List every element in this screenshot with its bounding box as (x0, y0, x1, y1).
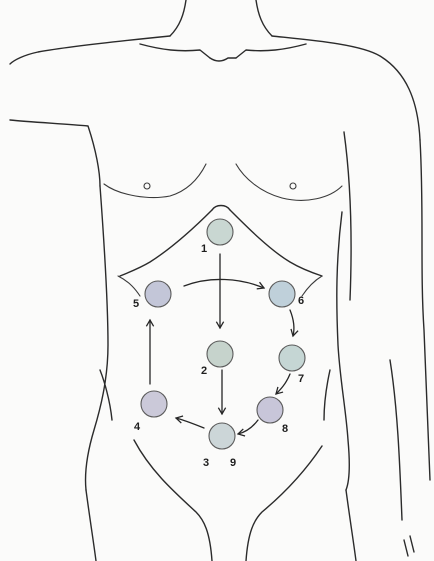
left-pec (104, 164, 206, 198)
point-7-label: 7 (298, 373, 304, 385)
left-shoulder (10, 36, 170, 64)
arrow-5-to-6 (184, 279, 264, 288)
neck-left (170, 0, 186, 36)
sternal-notch (210, 58, 236, 61)
right-shoulder (272, 36, 420, 140)
right-arm-inner (344, 132, 351, 300)
arrow-3-to-4 (176, 418, 204, 428)
right-hip (324, 370, 330, 420)
right-hand-tip (404, 536, 414, 556)
neck-right (256, 0, 272, 36)
right-thigh (346, 490, 356, 561)
point-3-label: 3 (203, 457, 209, 469)
left-torso-side (85, 186, 108, 490)
left-costal-margin (120, 210, 212, 276)
point-8-label: 8 (282, 423, 288, 435)
right-torso-side (337, 212, 350, 490)
left-clavicle (140, 44, 210, 58)
arrow-7-to-8 (276, 374, 290, 394)
point-6-label: 6 (298, 295, 304, 307)
point-7-marker (279, 345, 305, 371)
massage-points (141, 219, 305, 449)
point-5-label: 5 (133, 298, 139, 310)
point-8-marker (257, 397, 283, 423)
groin-right (246, 446, 322, 561)
right-costal-margin (230, 210, 322, 276)
point-6-marker (269, 281, 295, 307)
point-4-label: 4 (134, 421, 141, 433)
left-thigh (86, 490, 96, 561)
groin-left (134, 440, 212, 561)
point-5-marker (145, 281, 171, 307)
chest-detail (104, 44, 342, 200)
left-nipple (144, 183, 150, 189)
right-forearm (390, 360, 402, 520)
right-pec (236, 164, 342, 200)
right-nipple (290, 183, 296, 189)
point-2-marker (207, 341, 233, 367)
point-1-label: 1 (201, 243, 207, 255)
point-3-marker (209, 423, 235, 449)
right-lower-rib (302, 276, 322, 296)
arrow-6-to-7 (290, 310, 294, 336)
point-2-label: 2 (201, 365, 207, 377)
right-arm-outer (420, 140, 430, 480)
left-arm-underside (10, 120, 100, 186)
point-9-label: 9 (230, 457, 236, 469)
point-1-marker (207, 219, 233, 245)
xiphoid (212, 206, 230, 211)
point-4-marker (141, 391, 167, 417)
arrow-8-to-9 (238, 420, 258, 434)
right-clavicle (236, 44, 306, 58)
left-lower-rib (118, 276, 140, 296)
